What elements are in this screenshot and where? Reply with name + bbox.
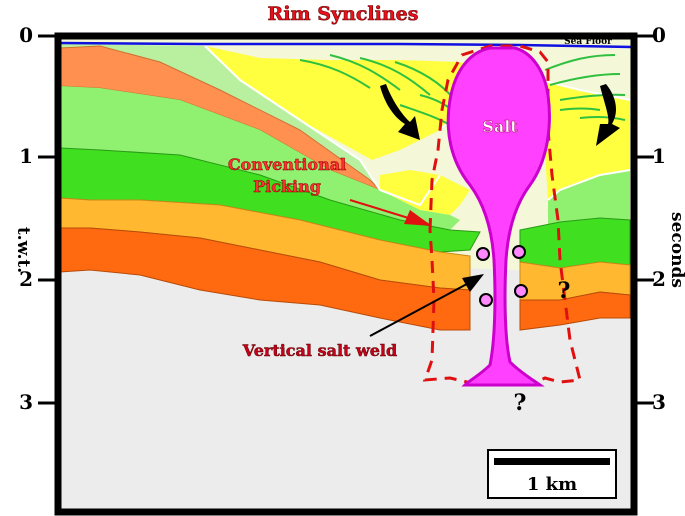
weld-point: [476, 247, 490, 261]
right-tick-0: 0: [652, 23, 666, 47]
sea-floor-line: [59, 41, 633, 49]
weld-point: [479, 293, 493, 307]
dark-orange-left: [59, 227, 471, 331]
weld-arrow-head: [462, 274, 484, 292]
conventional-label-line2: Picking: [253, 177, 321, 196]
light-green-left: [60, 86, 460, 230]
unconformity-line: [204, 45, 441, 207]
yellow-layer-center: [380, 170, 470, 215]
salt-diapir: [446, 46, 551, 387]
weld-points: [476, 245, 528, 307]
left-tick-1: 1: [19, 144, 33, 168]
weld-point: [514, 284, 528, 298]
left-tick-0: 0: [19, 23, 33, 47]
salt-label: Salt: [482, 117, 518, 136]
weld-envelope-outline: [422, 44, 582, 387]
question-mark-right: ?: [558, 278, 571, 304]
conventional-arrow-head: [404, 210, 432, 226]
right-axis-label: seconds: [667, 212, 685, 288]
left-tick-3: 3: [19, 390, 33, 414]
left-axis-label: t.w.t.: [13, 227, 33, 273]
question-mark-bottom: ?: [514, 390, 527, 416]
subsidence-arrow-left: [380, 84, 420, 140]
weld-arrow-line: [369, 277, 479, 337]
dark-orange-right: [519, 291, 631, 331]
axis-ticks: [38, 34, 654, 405]
scale-bar-line: [494, 458, 610, 465]
diagram-title: Rim Synclines: [268, 3, 419, 25]
sea-floor-label: Sea Floor: [564, 37, 612, 47]
right-tick-2: 2: [652, 267, 666, 291]
light-green-right: [548, 170, 630, 226]
right-tick-3: 3: [652, 390, 666, 414]
vertical-weld-label: Vertical salt weld: [242, 341, 397, 360]
scale-bar: 1 km: [487, 449, 617, 499]
subsidence-arrow-right: [596, 84, 620, 146]
weld-point: [512, 245, 526, 259]
left-tick-2: 2: [19, 267, 33, 291]
right-tick-1: 1: [652, 144, 666, 168]
conventional-label-line1: Conventional: [228, 155, 346, 174]
section-frame: [54, 32, 638, 516]
scale-bar-label: 1 km: [527, 474, 577, 495]
